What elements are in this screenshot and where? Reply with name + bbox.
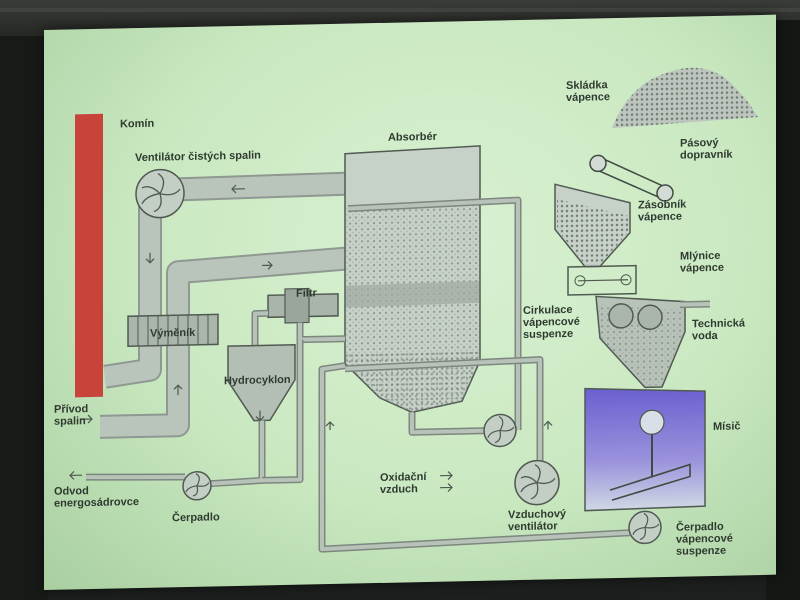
heat-exchanger [127,313,219,348]
label-pasovy-2: dopravník [680,149,733,162]
circulation-pump [408,412,517,448]
label-cirkulace-2: vápencové [523,316,580,329]
label-vzduchovy-1: Vzduchový [508,508,567,521]
label-privod-2: spalin [54,415,86,428]
label-skladka-1: Skládka [566,79,608,92]
label-absorber: Absorbér [388,131,438,144]
limestone-pile [612,67,758,129]
label-odvod-2: energosádrovce [54,496,139,510]
technical-water-inlet [680,300,710,309]
label-pasovy-1: Pásový [680,137,719,150]
mixer-tank [584,387,706,512]
label-vzduchovy-2: ventilátor [508,520,558,533]
label-zasobnik-1: Zásobník [638,199,687,212]
limestone-mill [567,264,637,296]
room-wall-left [0,36,48,600]
hydrocyclone [189,339,304,489]
flue-gas-inlet-duct [100,246,346,439]
gypsum-pump [182,471,212,501]
label-vymenik: Výměník [150,327,196,340]
grinding-vessel [595,295,686,389]
filter [251,287,345,346]
label-zasobnik-2: vápence [638,211,682,224]
label-oxidacni-1: Oxidační [380,471,427,484]
label-filtr: Filtr [296,287,317,299]
absorber [344,145,481,414]
label-technicka-1: Technická [692,317,746,330]
label-mlynice-2: vápence [680,262,724,275]
clean-gas-fan [135,168,185,219]
label-cirkulace-3: suspenze [523,328,573,341]
limestone-bunker [554,183,631,268]
label-ventilator: Ventilátor čistých spalin [135,149,261,164]
label-cirkulace-1: Cirkulace [523,304,573,317]
flow-arrows [69,184,553,492]
label-technicka-2: voda [692,330,719,343]
belt-conveyor [589,154,674,202]
chimney [75,113,103,398]
label-cerpadlo-susp-2: vápencové [676,533,733,546]
label-privod-1: Přívod [54,403,88,416]
label-cerpadlo-susp-1: Čerpadlo [676,520,724,534]
label-misic: Mísič [713,420,741,433]
process-diagram: Komín Ventilátor čistých spalin Absorbér… [54,67,758,558]
label-hydrocyklon: Hydrocyklon [224,374,291,387]
air-blower [514,459,560,506]
label-komin: Komín [120,118,154,131]
suspension-pump [628,510,662,545]
label-skladka-2: vápence [566,91,610,104]
label-mlynice-1: Mlýnice [680,250,720,263]
label-oxidacni-2: vzduch [380,483,418,496]
projection-screen: Komín Ventilátor čistých spalin Absorbér… [44,14,776,590]
label-cerpadlo: Čerpadlo [172,510,220,524]
label-cerpadlo-susp-3: suspenze [676,545,726,558]
label-odvod-1: Odvod [54,485,89,498]
